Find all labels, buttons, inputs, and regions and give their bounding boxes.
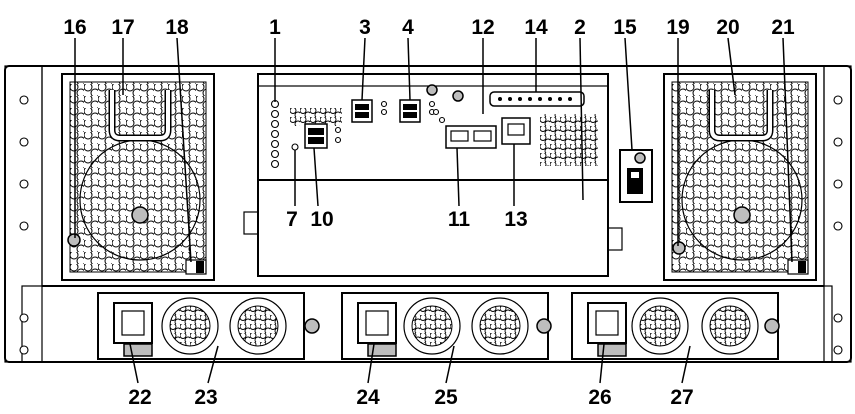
- callout-20: 20: [716, 16, 739, 39]
- callout-26: 26: [588, 386, 611, 409]
- led-indicator-column: [270, 99, 280, 169]
- callout-18: 18: [165, 16, 189, 39]
- psu-module-3[interactable]: [571, 292, 780, 360]
- controller-vent-holes: [290, 108, 342, 126]
- callout-12: 12: [471, 16, 494, 39]
- fan-handle-icon[interactable]: [708, 90, 774, 142]
- sas-port-3[interactable]: [351, 99, 373, 123]
- sas-port-4[interactable]: [399, 99, 421, 123]
- serial-connector-14[interactable]: [489, 91, 585, 107]
- thumbscrew-icon[interactable]: [67, 233, 81, 247]
- ac-inlet-22[interactable]: [113, 302, 153, 344]
- right-rack-ear: [823, 65, 852, 363]
- callout-10: 10: [310, 208, 333, 231]
- callout-19: 19: [666, 16, 689, 39]
- status-led-7: [291, 143, 299, 151]
- callout-2: 2: [574, 16, 586, 39]
- callout-leader-lines: [74, 37, 793, 384]
- callout-4: 4: [402, 16, 414, 39]
- psu-fan-23: [161, 297, 219, 355]
- ethernet-ports-11[interactable]: [445, 125, 497, 149]
- callout-16: 16: [63, 16, 86, 39]
- thumbscrew-icon[interactable]: [672, 241, 686, 255]
- callout-1: 1: [269, 16, 281, 39]
- callout-13: 13: [504, 208, 527, 231]
- thumbscrew-icon[interactable]: [452, 90, 464, 102]
- callout-25: 25: [434, 386, 458, 409]
- callout-27: 27: [670, 386, 693, 409]
- controller-module[interactable]: [257, 73, 609, 181]
- callout-22: 22: [128, 386, 151, 409]
- callout-24: 24: [356, 386, 380, 409]
- sas-port-10[interactable]: [304, 123, 328, 149]
- left-rack-ear: [4, 65, 43, 363]
- callout-11: 11: [448, 208, 471, 231]
- psu-fan-27: [631, 297, 689, 355]
- thumbscrew-icon[interactable]: [426, 84, 438, 96]
- power-switch-15[interactable]: [619, 149, 653, 203]
- left-fan-module[interactable]: [61, 73, 215, 281]
- fan-handle-icon[interactable]: [108, 90, 172, 142]
- callout-15: 15: [613, 16, 637, 39]
- callout-7: 7: [286, 208, 298, 231]
- callout-17: 17: [111, 16, 134, 39]
- right-fan-module[interactable]: [663, 73, 817, 281]
- psu-module-1[interactable]: [97, 292, 320, 360]
- psu-module-2[interactable]: [341, 292, 552, 360]
- management-port-13[interactable]: [501, 117, 531, 145]
- blank-bay-2: [243, 179, 623, 277]
- psu-fan-25: [403, 297, 461, 355]
- ac-inlet-24[interactable]: [357, 302, 397, 344]
- callout-labels: 16 17 18 1 3 4 12 14 2 15 19 20 21 7 10 …: [63, 16, 795, 409]
- callout-23: 23: [194, 386, 217, 409]
- callout-3: 3: [359, 16, 371, 39]
- ac-inlet-26[interactable]: [587, 302, 627, 344]
- callout-21: 21: [771, 16, 795, 39]
- callout-14: 14: [524, 16, 548, 39]
